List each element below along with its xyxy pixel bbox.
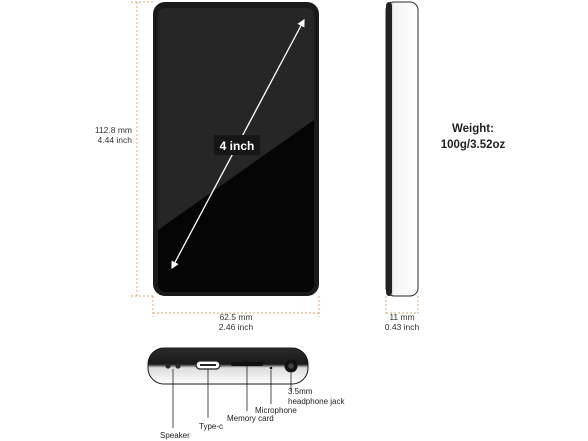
weight-value: 100g/3.52oz [441, 139, 506, 151]
bottom-view [147, 347, 309, 385]
port-callouts [172, 366, 292, 428]
headphone-jack-inner [288, 363, 294, 369]
width-dimension: 62.5 mm 2.46 inch [152, 296, 320, 332]
height-mm-label: 112.8 mm [95, 125, 132, 135]
microphone-label: Microphone [255, 406, 297, 415]
width-inch-label: 2.46 inch [219, 322, 254, 332]
depth-dimension: 11 mm 0.43 inch [385, 296, 420, 332]
front-view: 4 inch [153, 2, 319, 296]
width-mm-label: 62.5 mm [219, 312, 252, 322]
side-dark-edge [386, 2, 392, 296]
headphone-jack-label-2: headphone jack [288, 397, 345, 406]
type-c-label: Type-c [199, 422, 223, 431]
depth-inch-label: 0.43 inch [385, 322, 420, 332]
speaker-hole-2 [175, 363, 181, 369]
speaker-hole-1 [165, 363, 171, 369]
side-view [385, 1, 419, 297]
weight-title: Weight: [452, 123, 494, 135]
microphone-hole [269, 366, 273, 370]
screen-size-label: 4 inch [220, 139, 255, 153]
weight-block: Weight: 100g/3.52oz [441, 123, 506, 151]
diagonal-label-bg [214, 135, 260, 155]
port-labels: Speaker Type-c Memory card Microphone 3.… [160, 387, 345, 440]
memory-card-label: Memory card [227, 414, 274, 423]
speaker-label: Speaker [160, 431, 190, 440]
headphone-jack-label-1: 3.5mm [288, 387, 313, 396]
height-dimension: 112.8 mm 4.44 inch [95, 1, 153, 297]
device-bottom-body [147, 347, 309, 385]
depth-mm-label: 11 mm [389, 312, 414, 322]
height-inch-label: 4.44 inch [98, 135, 133, 145]
type-c-inner [200, 364, 216, 366]
memory-card-slot [231, 362, 263, 366]
